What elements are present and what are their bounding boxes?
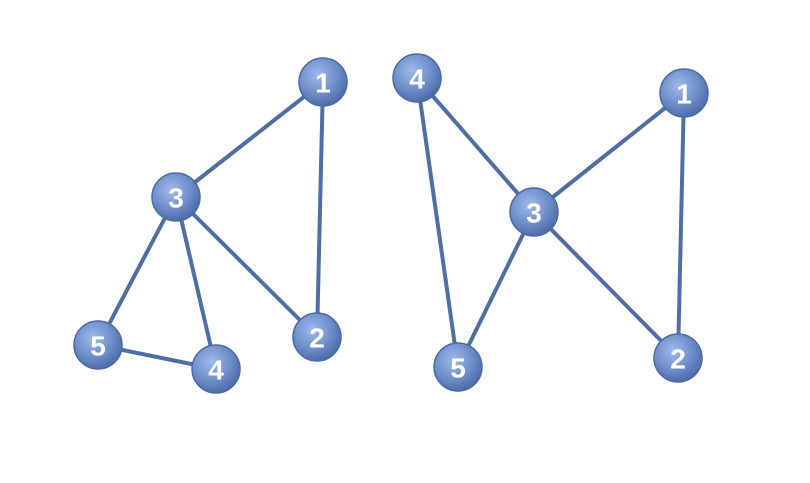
edge-left-3-2 [174,195,319,339]
node-label: 5 [90,331,106,362]
node-label: 1 [676,79,692,110]
node-rim [659,68,709,118]
edge-left-1-3 [174,80,325,199]
node-rim [191,344,241,394]
node-label: 4 [409,64,425,95]
node-circle [152,173,200,221]
node-circle [74,321,122,369]
node-rim [392,53,442,103]
edge-left-3-5 [96,195,178,347]
node-left-5: 5 [73,320,123,370]
node-left-3: 3 [151,172,201,222]
node-circle [192,345,240,393]
node-rim [509,187,559,237]
edge-right-4-3 [415,76,536,214]
node-right-3: 3 [509,187,559,237]
edge-left-3-4 [174,195,218,371]
node-circle [434,343,482,391]
node-circle [510,188,558,236]
edge-right-4-5 [415,76,460,369]
node-right-2: 2 [653,333,703,383]
edge-left-1-2 [315,80,325,339]
node-label: 3 [526,198,542,229]
node-left-4: 4 [191,344,241,394]
node-right-5: 5 [433,342,483,392]
node-rim [292,312,342,362]
node-label: 4 [208,355,224,386]
node-rim [298,57,348,107]
node-rim [433,342,483,392]
node-circle [393,54,441,102]
edge-right-3-5 [456,210,536,369]
node-circle [660,69,708,117]
node-rim [653,333,703,383]
edges-layer [96,76,686,371]
node-label: 1 [315,68,331,99]
node-label: 5 [450,353,466,384]
node-rim [73,320,123,370]
edge-right-1-2 [676,91,686,360]
node-circle [293,313,341,361]
edge-right-3-2 [532,210,680,360]
node-circle [299,58,347,106]
node-left-2: 2 [292,312,342,362]
node-right-4: 4 [392,53,442,103]
node-label: 2 [309,323,325,354]
node-left-1: 1 [298,57,348,107]
nodes-layer: 1 2 3 4 5 1 2 3 4 5 [73,53,709,394]
node-label: 3 [168,183,184,214]
edge-right-3-1 [532,91,686,214]
node-label: 2 [670,344,686,375]
node-right-1: 1 [659,68,709,118]
node-rim [151,172,201,222]
node-circle [654,334,702,382]
